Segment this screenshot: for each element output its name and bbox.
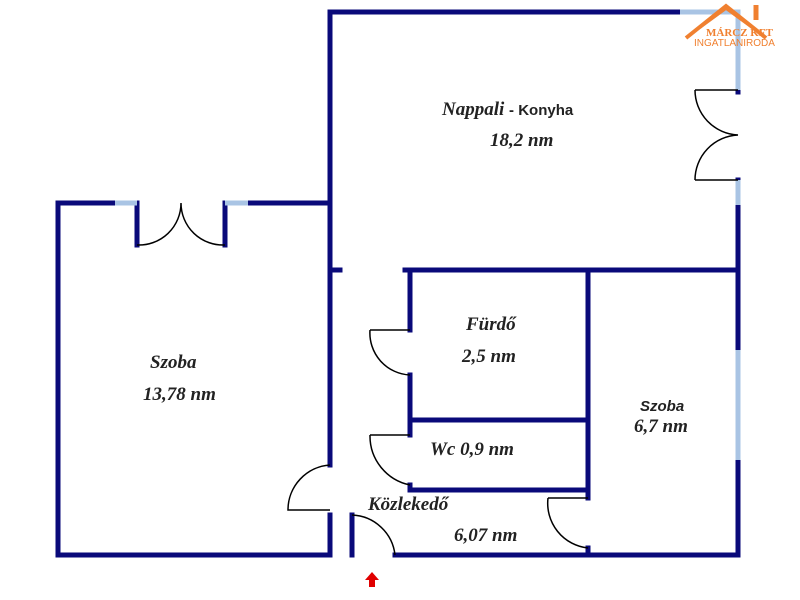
room-suffix: - Konyha xyxy=(509,102,574,119)
room-kozlekedo-label: Közlekedő xyxy=(368,494,449,515)
logo-subtitle: INGATLANIRODA xyxy=(694,38,775,49)
room-szoba2-label: Szoba xyxy=(640,398,685,415)
room-nappali-label: Nappali - Konyha xyxy=(442,99,573,121)
door-entrance xyxy=(351,514,396,556)
door-left-room xyxy=(136,202,226,246)
door-szoba-left xyxy=(287,464,331,511)
room-szoba2-area: 6,7 nm xyxy=(634,416,688,437)
doors xyxy=(136,89,739,556)
door-wc xyxy=(369,434,411,486)
room-szoba-label: Szoba xyxy=(150,352,197,373)
windows xyxy=(115,9,741,460)
logo-name: MÁRCZ KFT xyxy=(706,27,773,39)
room-kozlekedo-area: 6,07 nm xyxy=(454,525,518,546)
door-furdo xyxy=(369,329,411,376)
room-name: Nappali xyxy=(442,99,505,120)
room-wc-label: Wc 0,9 nm xyxy=(430,439,514,460)
door-szoba-right xyxy=(546,497,589,549)
room-szoba-area: 13,78 nm xyxy=(143,384,216,405)
entrance-arrow-icon xyxy=(365,572,379,587)
logo-house-icon xyxy=(684,3,768,40)
room-nappali-area: 18,2 nm xyxy=(490,130,554,151)
room-furdo-area: 2,5 nm xyxy=(462,346,516,367)
room-furdo-label: Fürdő xyxy=(466,314,516,335)
door-balcony xyxy=(694,89,739,181)
walls xyxy=(55,9,741,558)
